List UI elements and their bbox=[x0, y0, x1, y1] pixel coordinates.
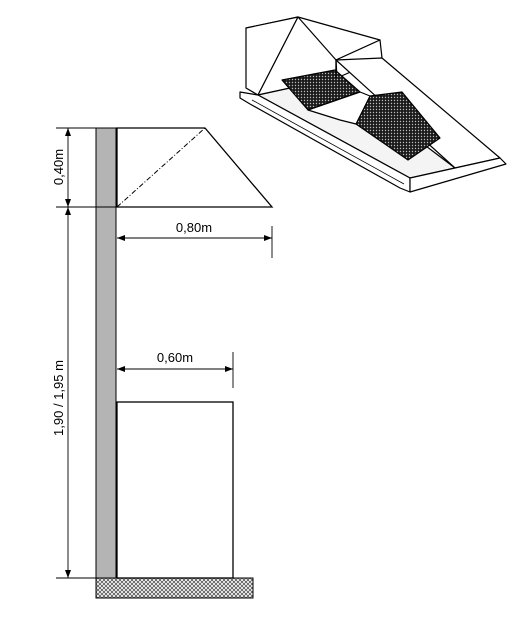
hood-right-rail bbox=[409, 157, 507, 193]
dimension-hood-height bbox=[56, 127, 117, 208]
dimension-appliance-depth-label: 0,60m bbox=[157, 350, 193, 365]
wall bbox=[95, 127, 117, 579]
filter-gap bbox=[307, 91, 371, 125]
dimension-mount-height bbox=[56, 207, 96, 579]
dimension-hood-depth-label: 0,80m bbox=[176, 220, 212, 235]
dimension-appliance-depth bbox=[117, 352, 234, 388]
dimension-hood-height-label: 0,40m bbox=[51, 149, 66, 185]
dimension-hood-depth bbox=[117, 226, 273, 258]
dimension-mount-height-label: 1,90 / 1,95 m bbox=[51, 360, 66, 436]
floor bbox=[95, 577, 254, 599]
appliance bbox=[116, 401, 234, 579]
hood-perspective-illustration bbox=[239, 16, 507, 193]
hood-side-profile bbox=[116, 127, 274, 208]
